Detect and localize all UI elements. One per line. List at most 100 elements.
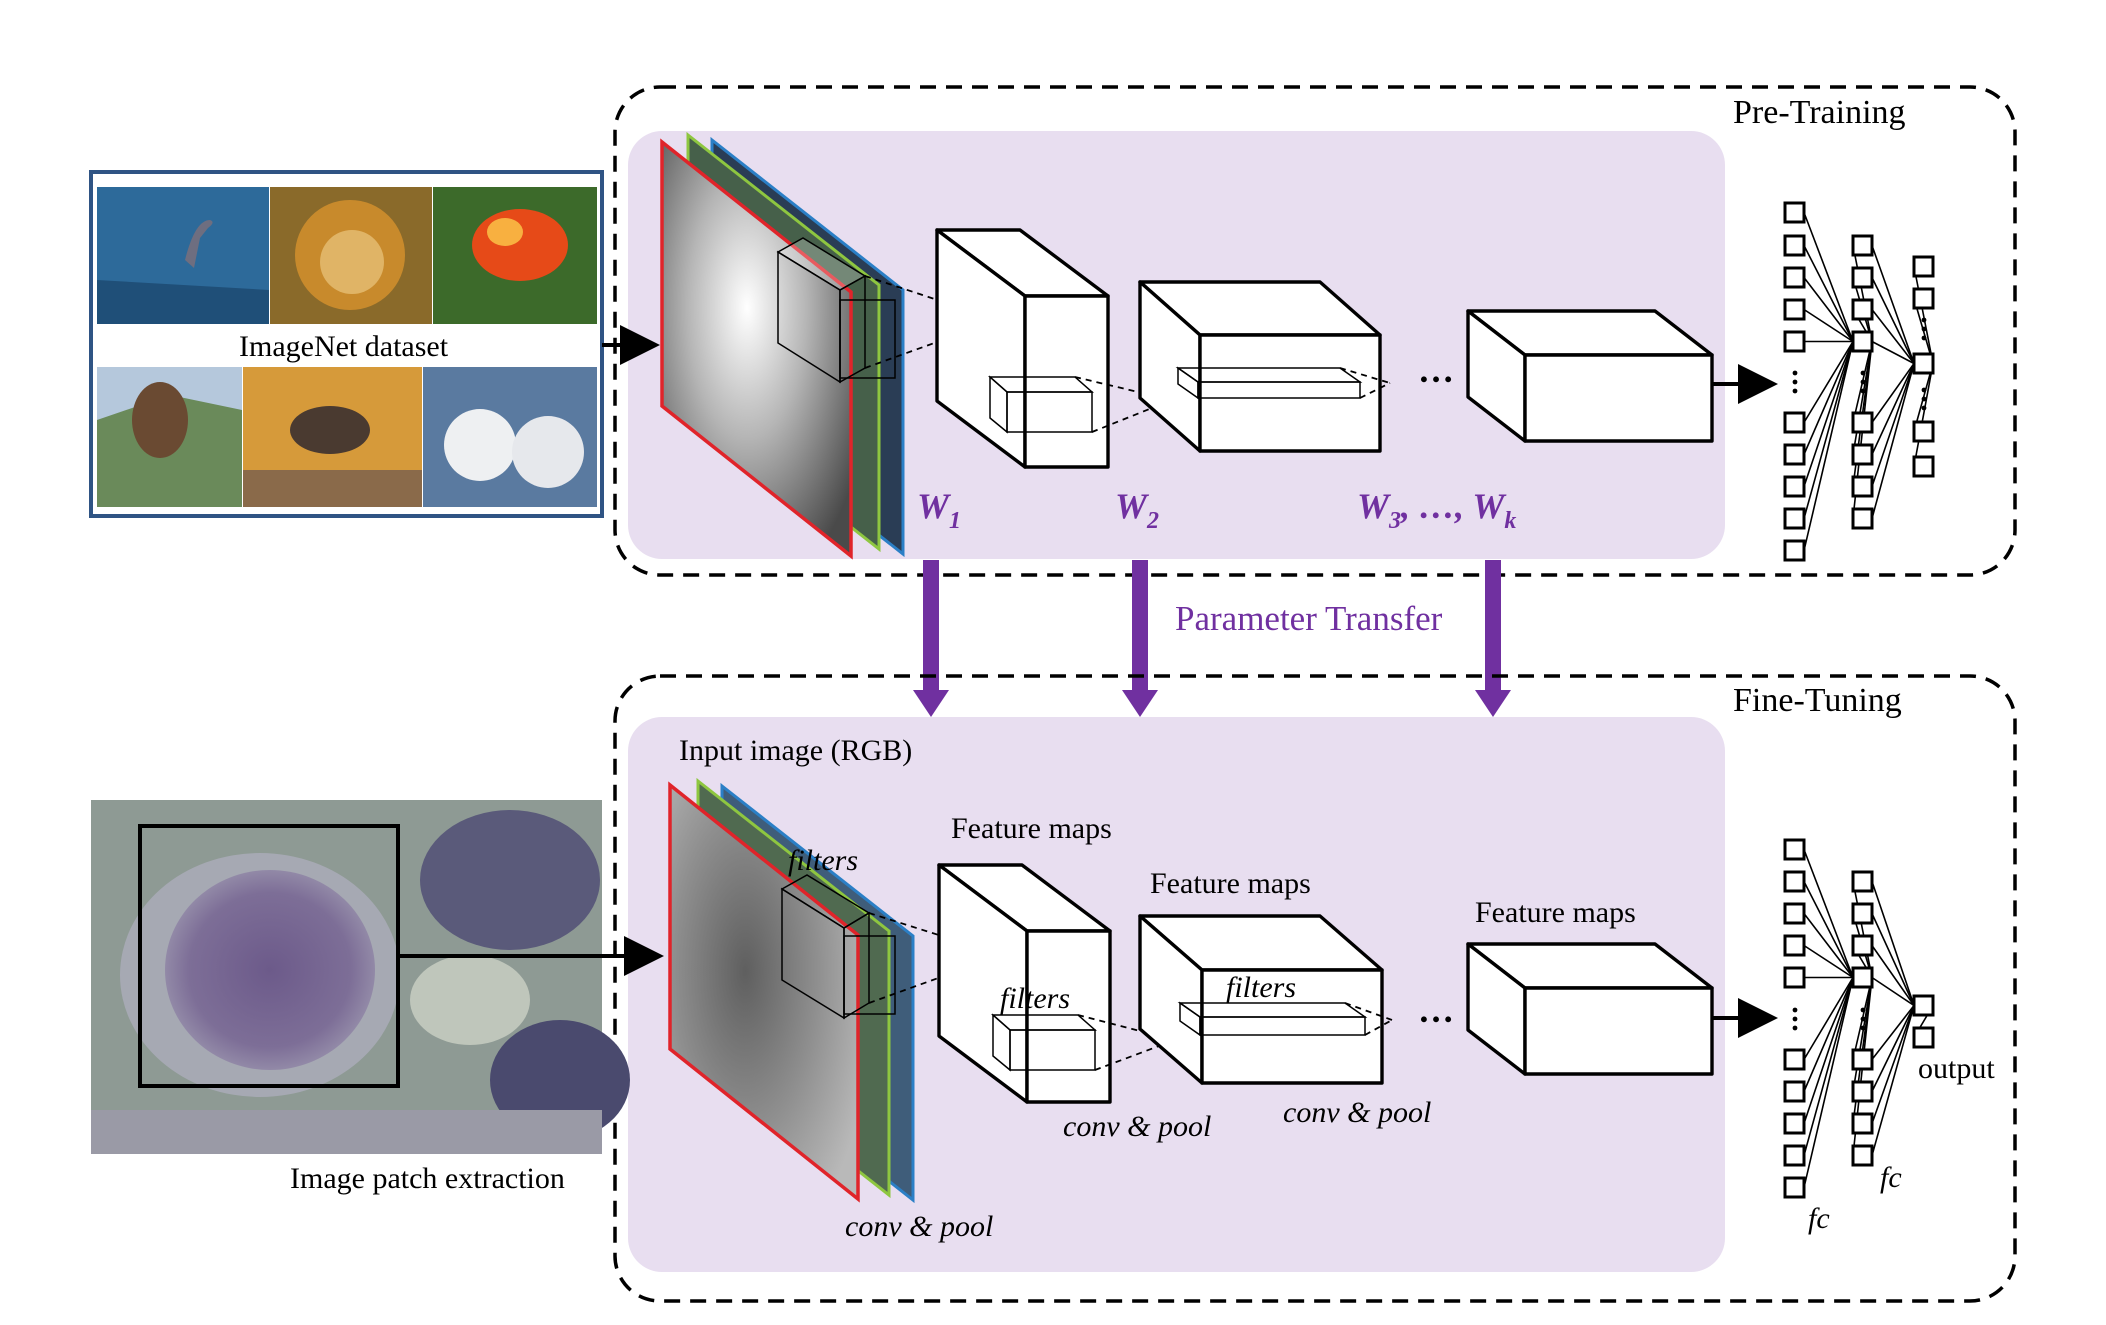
fc-node (1851, 298, 1874, 321)
finetuning-input-stack (668, 777, 915, 1204)
weight-label-w2: W2 (1115, 486, 1159, 534)
fc-node (1783, 1112, 1806, 1135)
conv-pool-label-3: conv & pool (1283, 1096, 1431, 1129)
fc-edge (1803, 277, 1854, 342)
imagenet-label: ImageNet dataset (239, 330, 449, 363)
finetuning-conv-block-3 (1466, 942, 1714, 1076)
filters-label-2: filters (1000, 982, 1070, 1015)
filters-label-1: filters (788, 844, 858, 877)
fc-node (1851, 902, 1874, 925)
fc-edge (1803, 341, 1854, 455)
fc-node (1783, 507, 1806, 530)
fc-node (1783, 201, 1806, 224)
fc-node (1851, 507, 1874, 530)
fc-node (1912, 287, 1935, 310)
fc-node (1851, 870, 1874, 893)
pretraining-input-image (660, 138, 853, 560)
fc-edge (1871, 1005, 1915, 1124)
fc-edge (1803, 212, 1854, 342)
fc-node (1912, 455, 1935, 478)
fc-edge (1871, 340, 1915, 365)
fc-node (1912, 994, 1935, 1017)
fc-node (1783, 411, 1806, 434)
feature-maps-label-3: Feature maps (1475, 896, 1636, 929)
fc-node (1783, 1176, 1806, 1199)
fc-edge (1871, 309, 1915, 364)
fc-edge (1803, 944, 1854, 979)
fc-edge (1803, 881, 1854, 978)
fc-edge (1852, 245, 1873, 342)
fc-node (1851, 1048, 1874, 1071)
fc-edge (1803, 977, 1854, 1188)
fc-edge (1803, 341, 1854, 487)
pretraining-proj-2a (1074, 376, 1173, 401)
fc-node (1783, 266, 1806, 289)
fc-node (1783, 838, 1806, 861)
fc-node (1783, 234, 1806, 257)
patch-label: Image patch extraction (290, 1162, 565, 1195)
fc-edge (1803, 977, 1854, 1124)
fc-ellipsis-dot (1921, 317, 1927, 323)
fc-edge (1803, 913, 1854, 978)
fc-node (1783, 902, 1806, 925)
finetuning-input-image (668, 781, 860, 1203)
fc-edge (1871, 363, 1915, 423)
fc-node (1851, 966, 1874, 989)
weight-label-w3-wk: W3, …, Wk (1357, 486, 1516, 534)
fc-node (1912, 420, 1935, 443)
histology-patch-image: Image patch extraction (91, 800, 630, 1195)
conv-pool-label-2: conv & pool (1063, 1110, 1211, 1143)
nucleus (165, 870, 375, 1070)
fc-node (1783, 934, 1806, 957)
fc-node (1912, 1026, 1935, 1049)
fc-node (1783, 475, 1806, 498)
fc-node (1783, 443, 1806, 466)
fc-edge (1803, 341, 1854, 551)
fc-ellipsis-dot (1921, 326, 1927, 332)
fc-edge (1803, 977, 1854, 1156)
finetuning-conv-block-1 (937, 863, 1112, 1104)
fc-node (1851, 443, 1874, 466)
conv-pool-label-1: conv & pool (845, 1210, 993, 1243)
fc-node (1851, 475, 1874, 498)
fc-ellipsis-dot (1792, 1007, 1798, 1013)
pretraining-ellipsis: … (1418, 350, 1454, 390)
fc-ellipsis-dot (1860, 1016, 1866, 1022)
pretraining-dashed-frame (613, 85, 2017, 577)
fc-ellipsis-dot (1792, 388, 1798, 394)
fc-edge (1803, 308, 1854, 343)
parameter-transfer-label: Parameter Transfer (1175, 599, 1443, 638)
fc-node (1851, 1144, 1874, 1167)
finetuning-dashed-frame (613, 674, 2017, 1303)
fc-edge (1871, 913, 1915, 1006)
pretraining-proj-1a (864, 275, 999, 321)
fc-ellipsis-dot (1860, 1025, 1866, 1031)
pretraining-proj-3b (1359, 382, 1391, 399)
fc-edge (1803, 849, 1854, 978)
imagenet-dataset: ImageNet dataset (89, 170, 604, 518)
fc-node (1783, 539, 1806, 562)
fc-node (1783, 298, 1806, 321)
fc-node (1851, 266, 1874, 289)
input-image-label: Input image (RGB) (679, 734, 912, 767)
fc-ellipsis-dot (1860, 379, 1866, 385)
fc-node (1783, 1048, 1806, 1071)
fc-label-1: fc (1808, 1202, 1830, 1235)
finetuning-proj-1a (868, 912, 1003, 956)
fc-edge (1803, 977, 1854, 1060)
fc-node (1783, 966, 1806, 989)
fc-edge (1871, 363, 1915, 487)
pretraining-conv-block-3 (1466, 309, 1714, 443)
fc-edge (1803, 341, 1854, 423)
fc-node (1783, 330, 1806, 353)
fc-edge (1871, 881, 1915, 1006)
fc-ellipsis-dot (1792, 1025, 1798, 1031)
pretraining-input-stack (660, 131, 905, 560)
fc-ellipsis-dot (1860, 1007, 1866, 1013)
pretraining-proj-1b (864, 319, 999, 369)
fc-node (1851, 1112, 1874, 1135)
fc-edge (1871, 945, 1915, 1006)
fc-node (1783, 1080, 1806, 1103)
fc-ellipsis-dot (1792, 1016, 1798, 1022)
